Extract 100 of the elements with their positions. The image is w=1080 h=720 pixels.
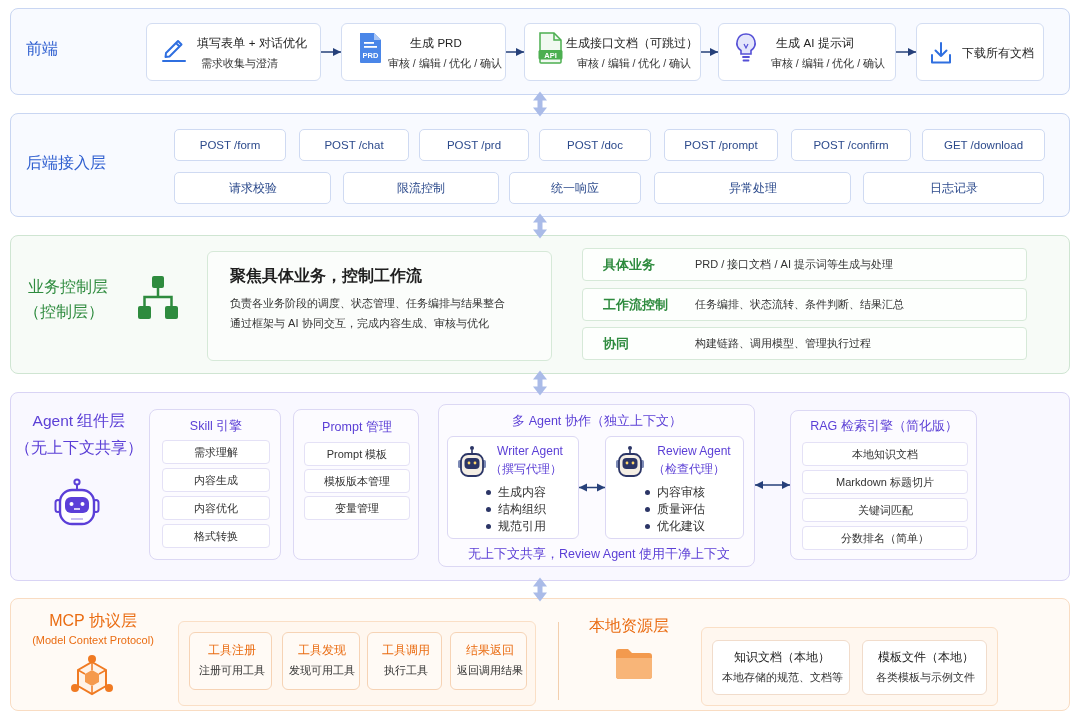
group-frame	[701, 627, 998, 706]
module-item: 内容生成	[162, 468, 270, 492]
api-endpoint: GET /download	[922, 129, 1045, 161]
layer-title: 业务控制层	[28, 277, 108, 297]
tool-text: 注册可用工具	[198, 664, 265, 678]
step-title: 生成 AI 提示词	[776, 35, 854, 51]
list-item: 规范引用	[498, 518, 546, 534]
double-arrow	[754, 481, 791, 489]
module-item: 需求理解	[162, 440, 270, 464]
resource-card	[862, 640, 987, 695]
summary-card	[207, 251, 552, 361]
resource-card	[712, 640, 850, 695]
arrow	[320, 48, 342, 56]
tool-card	[450, 632, 527, 690]
row-text: PRD / 接口文档 / AI 提示词等生成与处理	[695, 258, 893, 272]
module-item: Markdown 标题切片	[802, 470, 968, 494]
row-heading: 工作流控制	[603, 296, 668, 314]
list-item: 生成内容	[498, 484, 546, 500]
tool-card	[189, 632, 272, 690]
tool-title: 工具注册	[207, 642, 256, 658]
middleware-item: 请求校验	[174, 172, 331, 204]
middleware-item: 限流控制	[343, 172, 499, 204]
arrow	[700, 48, 719, 56]
module-panel	[790, 410, 977, 560]
layer-panel	[10, 235, 1070, 374]
tool-text: 执行工具	[383, 664, 428, 678]
resource-text: 各类模板与示例文件	[876, 671, 975, 685]
module-item: Prompt 模板	[304, 442, 410, 466]
tool-text: 返回调用结果	[456, 664, 523, 678]
api-endpoint: POST /chat	[299, 129, 409, 161]
list-item: 内容审核	[657, 484, 705, 500]
double-arrow	[533, 577, 547, 602]
step-card	[146, 23, 321, 81]
module-panel	[149, 409, 281, 560]
agent-role: （撰写代理）	[490, 461, 562, 477]
api-endpoint: POST /prompt	[664, 129, 778, 161]
row-text: 任务编排、状态流转、条件判断、结果汇总	[695, 298, 904, 312]
layer-panel	[10, 392, 1070, 581]
layer-panel	[10, 113, 1070, 217]
double-arrow	[533, 213, 547, 239]
module-item: 模板版本管理	[304, 469, 410, 493]
feature-row	[582, 288, 1027, 321]
step-card	[718, 23, 896, 81]
api-endpoint: POST /confirm	[791, 129, 911, 161]
card-text: 负责各业务阶段的调度、状态管理、任务编排与结果整合	[230, 295, 505, 311]
agent-card	[447, 436, 579, 539]
module-item: 内容优化	[162, 496, 270, 520]
step-title: 下载所有文档	[962, 45, 1034, 61]
row-text: 构建链路、调用模型、管理执行过程	[695, 337, 871, 351]
resource-title: 知识文档（本地）	[734, 649, 830, 665]
double-arrow	[533, 91, 547, 117]
agent-role: （检查代理）	[653, 461, 725, 477]
module-item: 变量管理	[304, 496, 410, 520]
module-item: 格式转换	[162, 524, 270, 548]
list-item: 优化建议	[657, 518, 705, 534]
card-text: 通过框架与 AI 协同交互，完成内容生成、审核与优化	[230, 316, 490, 331]
layer-title: 后端接入层	[26, 153, 106, 173]
tool-card	[367, 632, 442, 690]
tool-text: 发现可用工具	[289, 664, 355, 678]
tool-title: 工具调用	[381, 642, 430, 658]
collaboration-panel	[438, 404, 755, 567]
layer-title: 前端	[26, 39, 58, 59]
layer-title: 本地资源层	[589, 616, 669, 636]
middleware-item: 统一响应	[509, 172, 641, 204]
agent-name: Writer Agent	[497, 443, 563, 459]
arrow	[895, 48, 917, 56]
layer-subtitle: （控制层）	[24, 302, 104, 322]
panel-title: 多 Agent 协作（独立上下文）	[512, 414, 682, 430]
layer-panel	[10, 598, 1070, 711]
agent-card	[605, 436, 744, 539]
list-item: 质量评估	[657, 501, 705, 517]
step-title: 生成 PRD	[410, 35, 462, 51]
step-caption: 审核 / 编辑 / 优化 / 确认	[770, 57, 886, 71]
step-card	[341, 23, 506, 81]
group-frame	[178, 621, 536, 706]
step-title: 填写表单 + 对话优化	[197, 35, 307, 51]
api-endpoint: POST /doc	[539, 129, 651, 161]
step-caption: 审核 / 编辑 / 优化 / 确认	[576, 57, 692, 71]
layer-panel	[10, 8, 1070, 95]
module-title: Prompt 管理	[322, 420, 392, 436]
module-title: Skill 引擎	[189, 419, 243, 435]
step-caption: 审核 / 编辑 / 优化 / 确认	[387, 57, 503, 71]
middleware-item: 异常处理	[654, 172, 851, 204]
module-item: 分数排名（简单）	[802, 526, 968, 550]
feature-row	[582, 327, 1027, 360]
step-caption: 需求收集与澄清	[200, 57, 278, 71]
agent-name: Review Agent	[657, 443, 731, 459]
layer-subtitle: (Model Context Protocol)	[32, 634, 154, 648]
layer-title: MCP 协议层	[49, 611, 137, 631]
middleware-item: 日志记录	[863, 172, 1044, 204]
tool-title: 结果返回	[465, 642, 514, 658]
feature-row	[582, 248, 1027, 281]
step-title: 生成接口文档（可跳过）	[566, 35, 698, 51]
panel-note: 无上下文共享，Review Agent 使用干净上下文	[468, 547, 730, 563]
double-arrow	[578, 483, 606, 492]
tool-title: 工具发现	[298, 642, 346, 658]
step-card	[524, 23, 701, 81]
double-arrow	[533, 370, 547, 396]
resource-text: 本地存储的规范、文档等	[721, 671, 843, 685]
module-item: 关键词匹配	[802, 498, 968, 522]
